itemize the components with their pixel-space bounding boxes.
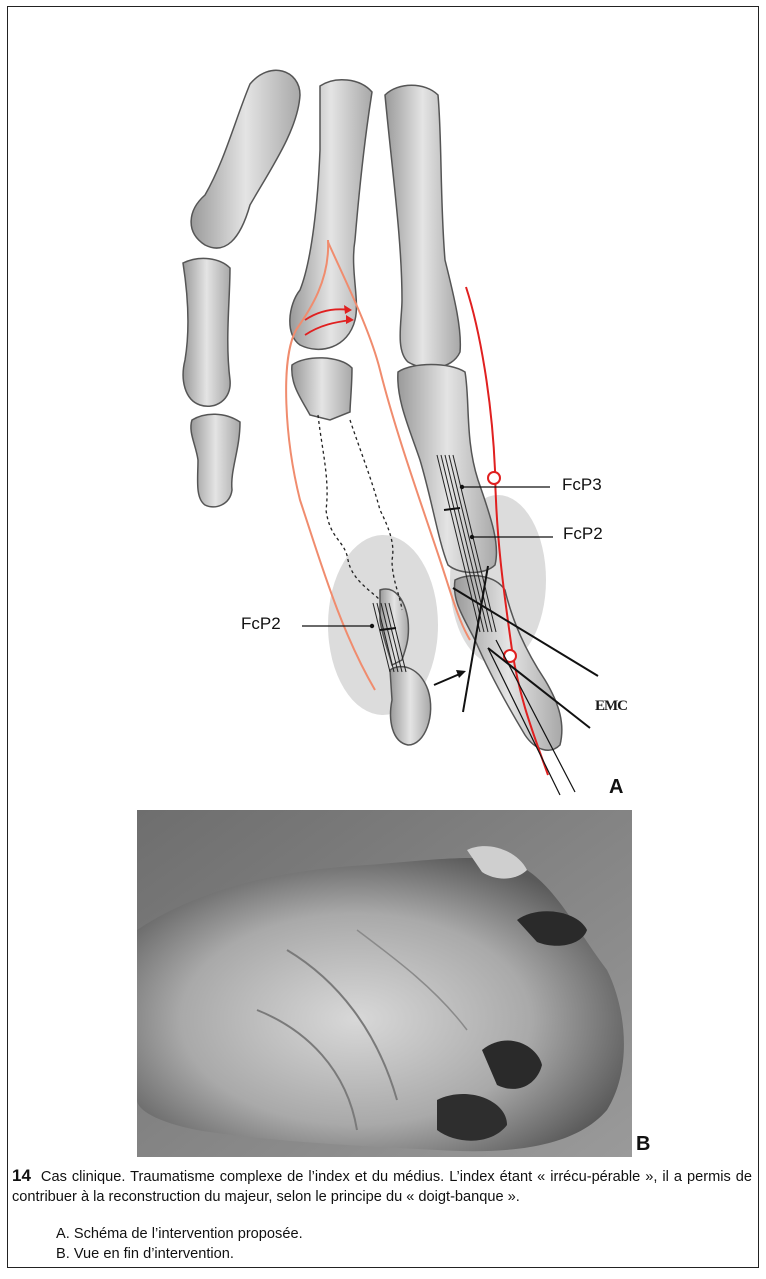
pointer-arrow: [434, 673, 462, 685]
label-fcp2-right: FcP2: [563, 524, 603, 544]
red-marker-lower: [504, 650, 516, 662]
figure-number: 14: [12, 1166, 31, 1185]
label-fcp3: FcP3: [562, 475, 602, 495]
ring-finger-bones: [183, 70, 300, 507]
panel-a-letter: A: [609, 776, 623, 799]
red-marker-upper: [488, 472, 500, 484]
schematic-drawing: [0, 0, 766, 810]
caption-text: Cas clinique. Traumatisme complexe de l’…: [12, 1169, 752, 1205]
label-fcp2-left: FcP2: [241, 614, 281, 634]
intraoperative-photo: [137, 810, 632, 1157]
panel-b-letter: B: [636, 1133, 650, 1156]
legend-a: A. Schéma de l’intervention proposée.: [56, 1226, 303, 1242]
label-emc: EMC: [595, 698, 627, 715]
legend-b: B. Vue en fin d’intervention.: [56, 1246, 234, 1262]
